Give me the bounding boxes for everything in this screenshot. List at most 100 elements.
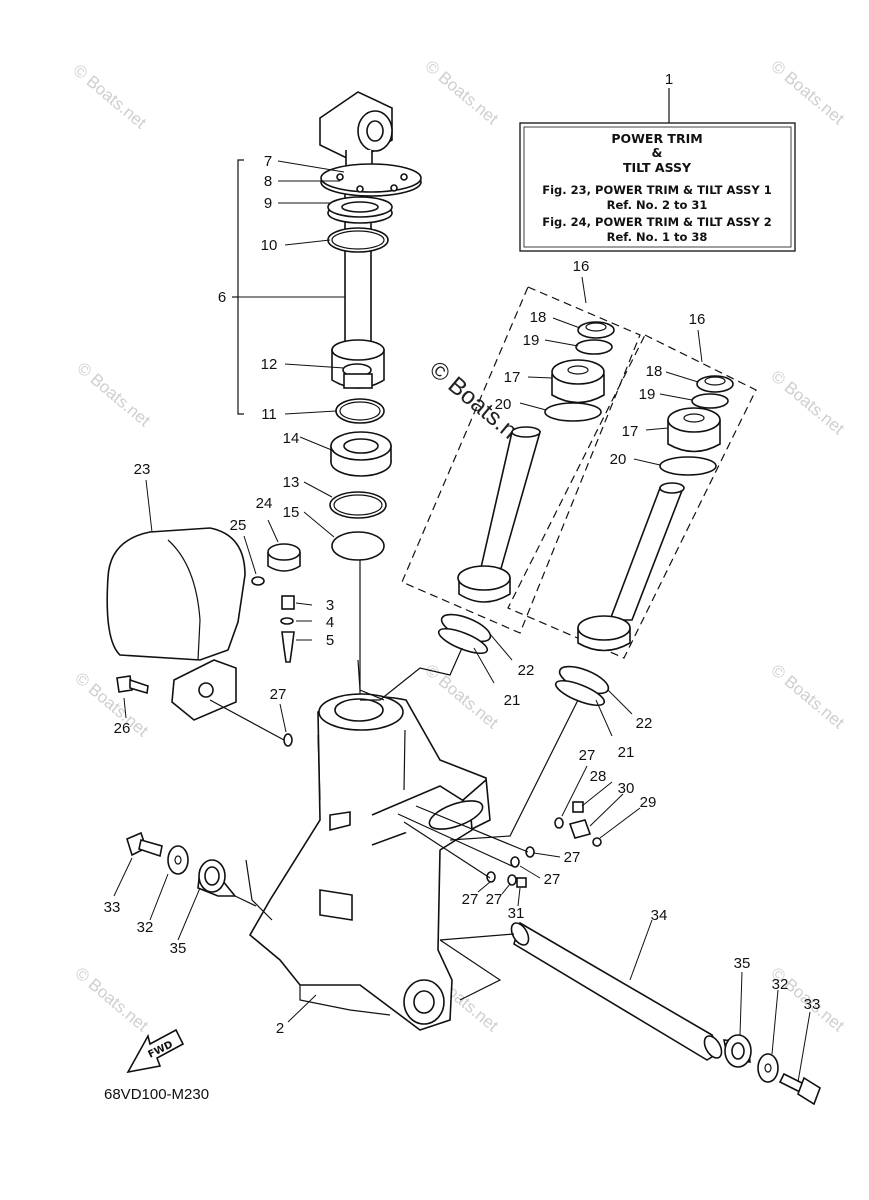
callout-11: 11 (261, 406, 277, 423)
backup-ring-13 (329, 491, 387, 519)
o-ring-4 (280, 617, 294, 625)
callout-16b: 16 (689, 311, 706, 328)
watermark-text: © Boats.net (421, 57, 502, 129)
callout-1: 1 (665, 71, 673, 88)
o-ring-20 (544, 402, 602, 422)
callout-22a: 22 (518, 662, 535, 679)
callout-17b: 17 (622, 423, 639, 440)
washer-32b (757, 1053, 779, 1083)
bushing-35b (723, 1034, 752, 1068)
callout-28: 28 (590, 768, 607, 785)
callout-8: 8 (264, 173, 272, 190)
rod-seal-9 (327, 196, 393, 224)
free-piston-14 (330, 431, 392, 477)
trim-cylinder-assy-left (401, 286, 641, 634)
valve-30 (568, 819, 592, 839)
callout-10: 10 (261, 237, 278, 254)
callout-16a: 16 (573, 258, 590, 275)
callout-27f: 27 (486, 891, 503, 908)
trim-piston-b (577, 615, 631, 652)
callout-18a: 18 (530, 309, 547, 326)
callout-27c: 27 (564, 849, 581, 866)
trim-cylinder-cap-17b (667, 407, 721, 453)
callout-19a: 19 (523, 332, 540, 349)
ball-29 (592, 837, 602, 847)
trim-seals-left (437, 613, 492, 655)
callout-27e: 27 (462, 891, 479, 908)
callout-18b: 18 (646, 363, 663, 380)
assembly-title-box: POWER TRIM & TILT ASSY Fig. 23, POWER TR… (519, 88, 796, 252)
bolt-26 (116, 675, 149, 695)
o-ring-25 (251, 576, 265, 586)
callout-7: 7 (264, 153, 272, 170)
callout-5: 5 (326, 632, 334, 649)
callout-24: 24 (256, 495, 273, 512)
title-line-7: Ref. No. 1 to 38 (607, 230, 708, 244)
callout-34: 34 (651, 907, 668, 924)
callout-33b: 33 (804, 996, 821, 1013)
callout-32a: 32 (137, 919, 154, 936)
callout-35b: 35 (734, 955, 751, 972)
callout-27b: 27 (579, 747, 596, 764)
valve-5 (281, 631, 295, 663)
title-line-2: & (652, 145, 663, 160)
tilt-piston-12 (331, 339, 385, 389)
trim-piston (457, 565, 511, 603)
o-ring-20b (659, 456, 717, 476)
callout-21a: 21 (504, 692, 521, 709)
callout-26: 26 (114, 720, 131, 737)
watermark-text: © Boats.net (767, 367, 848, 439)
callout-23: 23 (134, 461, 151, 478)
forward-direction-arrow: FWD (126, 1028, 185, 1074)
callout-31: 31 (508, 905, 525, 922)
callout-20b: 20 (610, 451, 627, 468)
watermark-text: © Boats.net (71, 669, 152, 741)
callout-3: 3 (326, 597, 334, 614)
plug-31 (516, 877, 527, 888)
callout-32b: 32 (772, 976, 789, 993)
watermark-text: © Boats.net (767, 661, 848, 733)
trim-cylinder-assy-right (507, 334, 757, 659)
callout-30: 30 (618, 780, 635, 797)
title-line-5: Ref. No. 2 to 31 (607, 198, 708, 212)
callout-15: 15 (283, 504, 300, 521)
callout-27a: 27 (270, 686, 287, 703)
callout-35a: 35 (170, 940, 187, 957)
leader-lines (113, 160, 811, 1083)
washer-32a (167, 845, 189, 875)
watermark-text: © Boats.net (71, 964, 152, 1036)
trim-seals-right (554, 665, 610, 707)
tilt-rod-assembly (232, 91, 422, 700)
callout-25: 25 (230, 517, 247, 534)
title-line-3: TILT ASSY (623, 160, 692, 175)
watermark-text: © Boats.net (767, 57, 848, 129)
watermark-text: © Boats.net (69, 61, 150, 133)
power-trim-housing-2 (245, 647, 579, 1031)
callout-4: 4 (326, 614, 334, 631)
callout-6: 6 (218, 289, 226, 306)
o-ring-27c (510, 856, 520, 868)
callout-20a: 20 (495, 396, 512, 413)
o-ring-27d (525, 846, 535, 858)
o-ring-27f (507, 874, 517, 886)
callout-2: 2 (276, 1020, 284, 1037)
pivot-hardware-right (723, 1034, 821, 1106)
tilt-pin-34 (439, 921, 723, 1061)
diagram-reference-code: 68VD100-M230 (104, 1086, 209, 1103)
o-ring-27a (283, 733, 293, 747)
o-ring-15 (331, 531, 385, 561)
bushing-35a (197, 859, 237, 897)
rod-guide-plate (320, 163, 422, 197)
watermark-text: © Boats.net (73, 359, 154, 431)
plug-3 (281, 595, 295, 610)
callout-27d: 27 (544, 871, 561, 888)
callout-14: 14 (283, 430, 300, 447)
callout-17a: 17 (504, 369, 521, 386)
o-ring-27e (486, 871, 496, 883)
callout-29: 29 (640, 794, 657, 811)
oil-cap-24 (267, 543, 301, 572)
title-line-4: Fig. 23, POWER TRIM & TILT ASSY 1 (542, 183, 772, 197)
trim-ram (478, 431, 542, 573)
